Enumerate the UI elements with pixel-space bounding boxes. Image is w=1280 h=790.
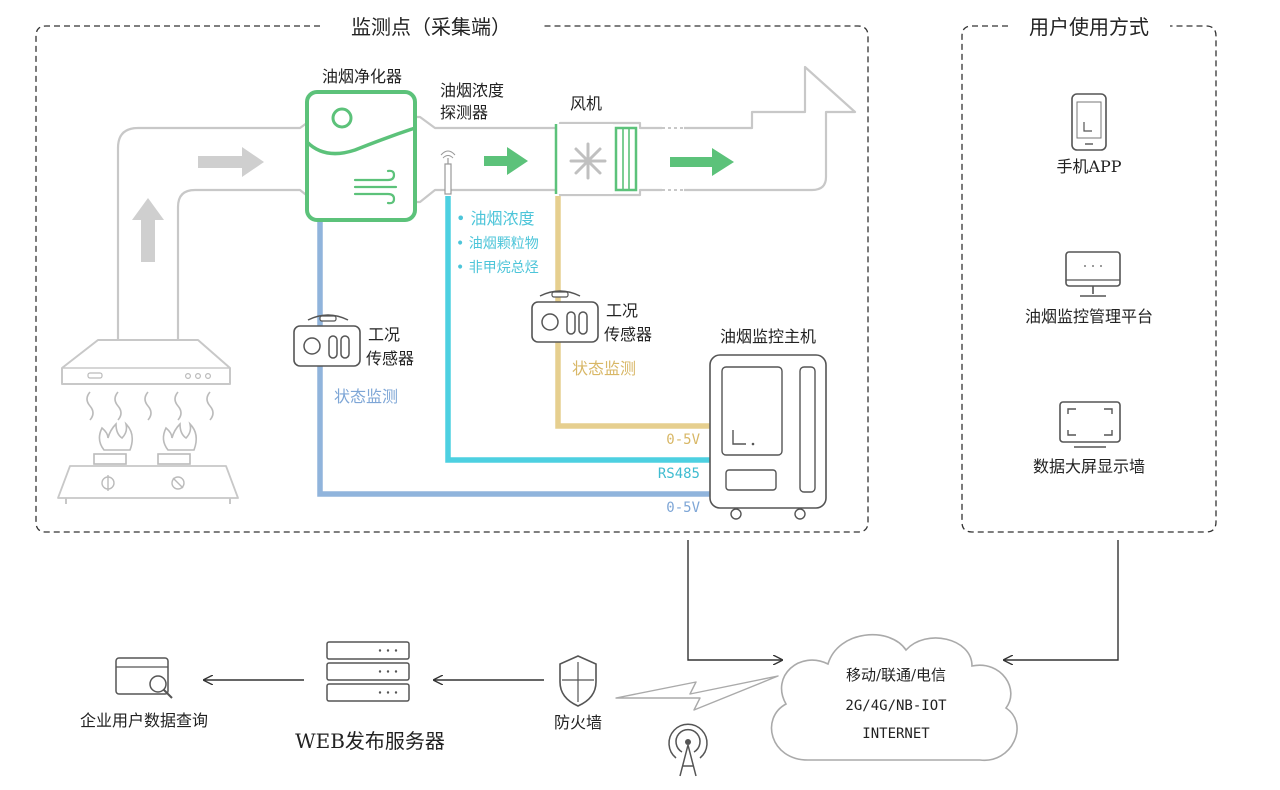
screen-wall-icon [1059, 401, 1121, 448]
measured-item-1: • 油烟浓度 [456, 209, 535, 228]
enterprise-label: 企业用户数据查询 [80, 711, 208, 730]
antenna-icon [668, 723, 708, 777]
user-item-big-screen: 数据大屏显示墙 [1033, 457, 1145, 476]
measured-item-3: • 非甲烷总烃 [456, 260, 539, 276]
signal-line-cyan [445, 196, 712, 463]
user-usage-frame: 用户使用方式 [961, 15, 1217, 533]
network-cloud [770, 634, 1018, 761]
oil-fume-purifier [305, 90, 417, 222]
fume-detector-probe [440, 150, 456, 195]
signal-label-blue: 0-5V [666, 500, 700, 516]
host-label: 油烟监控主机 [720, 327, 816, 346]
phone-icon [1071, 93, 1107, 151]
sensor-right-line1: 工况 [606, 301, 638, 320]
network-protocols: 2G/4G/NB-IOT [845, 698, 947, 714]
user-item-mobile-app: 手机APP [1056, 157, 1121, 176]
wireless-link-lightning [615, 675, 779, 711]
airflow-arrow-right [198, 147, 264, 177]
detector-label-line1: 油烟浓度 [440, 81, 504, 100]
purifier-label: 油烟净化器 [322, 67, 402, 86]
monitor-icon [1065, 251, 1121, 297]
server-label: WEB发布服务器 [295, 729, 445, 753]
monitoring-point-frame: 监测点（采集端） [35, 15, 869, 533]
firewall-label: 防火墙 [554, 713, 602, 732]
range-hood [61, 339, 231, 421]
clean-airflow-arrow-2 [670, 148, 734, 176]
monitoring-host [709, 354, 827, 520]
user-section-title: 用户使用方式 [1029, 15, 1149, 39]
fan [554, 124, 638, 194]
network-internet: INTERNET [862, 726, 930, 742]
sensor-left-status: 状态监测 [334, 387, 398, 406]
user-item-management-platform: 油烟监控管理平台 [1025, 307, 1153, 326]
sensor-left-line1: 工况 [368, 325, 400, 344]
monitoring-section-title: 监测点（采集端） [351, 15, 511, 39]
users-to-network-connector [1004, 540, 1119, 660]
signal-line-yellow [555, 196, 712, 429]
signal-label-yellow: 0-5V [666, 432, 700, 448]
server-icon [326, 641, 410, 702]
condition-sensor-right [531, 290, 599, 343]
signal-label-cyan: RS485 [658, 466, 700, 482]
shield-icon [559, 655, 597, 707]
sensor-right-line2: 传感器 [604, 325, 652, 344]
detector-label-line2: 探测器 [440, 103, 488, 122]
network-carriers: 移动/联通/电信 [846, 666, 946, 684]
signal-line-blue [317, 218, 712, 497]
airflow-arrow-up [132, 198, 164, 262]
sensor-left-line2: 传感器 [366, 349, 414, 368]
clean-airflow-arrow-1 [484, 147, 528, 175]
data-query-icon [115, 657, 173, 699]
condition-sensor-left [293, 314, 361, 367]
host-to-network-connector [687, 540, 782, 660]
sensor-right-status: 状态监测 [572, 359, 636, 378]
fan-label: 风机 [570, 94, 602, 113]
measured-item-2: • 油烟颗粒物 [456, 236, 539, 252]
gas-stove [57, 421, 239, 504]
